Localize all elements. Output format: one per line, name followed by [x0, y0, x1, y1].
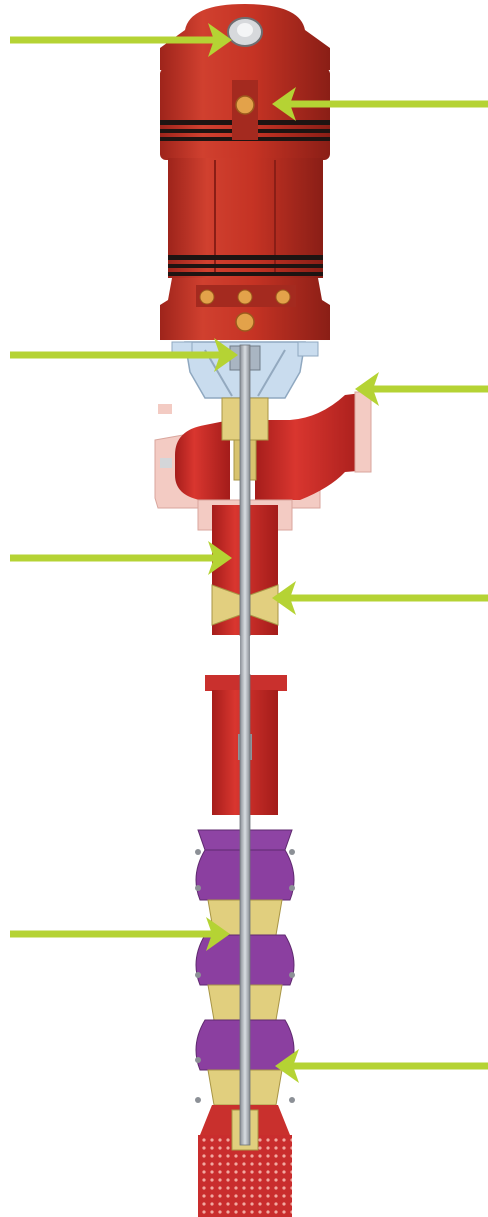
column-pipe-arrow — [10, 541, 232, 575]
line-shaft — [240, 345, 250, 1145]
discharge-outlet — [255, 392, 370, 500]
discharge-head-arrow — [355, 372, 488, 406]
motor-bolt-upper — [236, 96, 254, 114]
motor — [160, 4, 330, 340]
discharge-head — [155, 392, 371, 508]
bowl-assembly-arrow — [10, 917, 230, 951]
motor-bolt-lower — [236, 313, 254, 331]
impeller-arrow — [275, 1049, 488, 1083]
line-shaft-bearing-arrow — [272, 581, 488, 615]
